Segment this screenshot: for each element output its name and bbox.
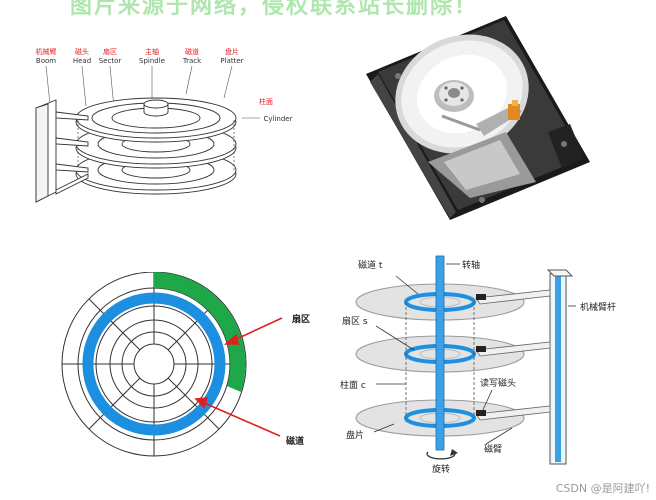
label-rotation: 旋转 [432,463,450,475]
label-boom-en: Boom [36,57,56,65]
leader-lines [45,65,260,119]
label-head-cn: 磁头 [75,47,89,56]
platter-stack-diagram: 机械臂 Boom 磁头 Head 扇区 Sector 主轴 Spindle 磁道… [35,47,293,203]
label-platter-cn: 盘片 [225,47,239,56]
label-boom-cn: 机械臂 [36,47,57,56]
label-track-cn: 磁道 [185,47,199,56]
head-arms [475,289,551,421]
label-platter-en: Platter [220,57,243,65]
label-cylinder-c: 柱面 c [340,379,366,391]
hard-disk-illustration [366,16,590,220]
rotation-arrow [426,451,456,460]
disk-surface-diagram: 扇区 磁道 [61,272,310,457]
label-spindle-cn: 主轴 [145,47,159,56]
highlighted-track [82,292,226,436]
track-label: 磁道 [286,435,304,447]
label-track-t: 磁道 t [358,259,383,271]
label-cylinder-cn: 柱面 [259,97,273,106]
label-arm: 磁臂 [484,443,502,455]
spindle-shaft [435,255,445,451]
cylinder-dashes [77,120,235,172]
sector-label: 扇区 [292,313,310,325]
platter-labels: 机械臂 Boom 磁头 Head 扇区 Sector 主轴 Spindle 磁道… [36,47,293,123]
label-sector-cn: 扇区 [103,47,117,56]
boom-arm [35,99,89,203]
label-sector-s: 扇区 s [342,315,368,327]
footer-credit: CSDN @是阿建吖! [555,482,650,495]
label-cylinder-en: Cylinder [264,115,293,123]
pointer-arrows [194,317,283,437]
label-head-en: Head [73,57,91,65]
label-spindle-en: Spindle [139,57,165,65]
label-rw-head: 读写磁头 [480,377,516,389]
label-arm-rod: 机械臂杆 [580,301,616,313]
cylinder-dashes [405,302,475,418]
platter-discs [75,97,237,195]
label-track-en: Track [182,57,202,65]
disk-structure-diagram: 磁道 t 转轴 扇区 s 机械臂杆 柱面 c 读写磁头 盘片 磁臂 旋转 [340,255,616,475]
label-platter: 盘片 [346,429,364,441]
label-spindle: 转轴 [462,259,480,271]
watermark-text: 图片来源于网络，侵权联系站长删除！ [70,0,479,19]
highlighted-sector [154,272,246,392]
label-sector-en: Sector [99,57,122,65]
rw-heads [476,294,486,416]
